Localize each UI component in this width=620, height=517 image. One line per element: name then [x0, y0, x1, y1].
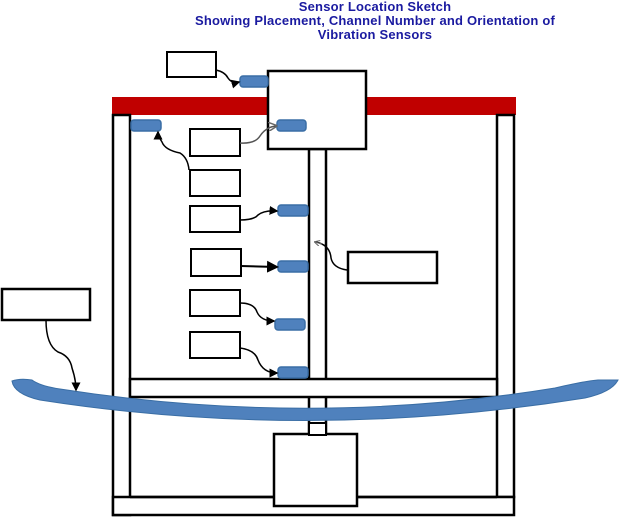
- leader-top-left: [215, 69, 241, 89]
- label-box-right[interactable]: [346, 250, 439, 285]
- sensor-shaft-4[interactable]: [277, 366, 309, 379]
- label-box-top-left[interactable]: [166, 51, 217, 78]
- leader-box-1: [239, 126, 276, 144]
- leader-box-4: [240, 260, 279, 273]
- label-box-4[interactable]: [190, 248, 242, 277]
- sensor-top-box-left[interactable]: [239, 75, 269, 88]
- label-box-2[interactable]: [189, 169, 241, 197]
- leader-box-5: [239, 302, 276, 326]
- title-line-3: Vibration Sensors: [317, 27, 433, 42]
- label-box-blade[interactable]: [0, 287, 92, 322]
- left-post: [111, 113, 132, 517]
- right-post: [495, 113, 516, 499]
- title-line-1: Sensor Location Sketch: [298, 0, 452, 14]
- label-box-3[interactable]: [189, 205, 241, 233]
- label-box-5[interactable]: [189, 289, 241, 317]
- label-box-1[interactable]: [189, 128, 241, 157]
- sensor-shaft-1[interactable]: [277, 204, 309, 217]
- leader-box-2: [153, 130, 190, 171]
- bottom-box: [272, 432, 359, 508]
- sensor-shaft-2[interactable]: [277, 260, 309, 273]
- blade: [11, 378, 619, 421]
- leader-box-6: [239, 347, 279, 378]
- sensor-left-post[interactable]: [130, 119, 162, 132]
- leader-box-3: [239, 205, 279, 221]
- shaft-coupling: [308, 422, 327, 436]
- leader-blade: [45, 319, 81, 392]
- leader-right-arrowhead: [315, 242, 323, 244]
- diagram-title: Sensor Location Sketch Showing Placement…: [60, 0, 620, 42]
- top-box: [266, 69, 368, 151]
- sensor-shaft-3[interactable]: [274, 318, 306, 331]
- title-line-2: Showing Placement, Channel Number and Or…: [195, 13, 555, 28]
- leader-right: [315, 241, 348, 271]
- sensor-top-box-inner[interactable]: [276, 119, 307, 132]
- label-box-6[interactable]: [189, 331, 241, 359]
